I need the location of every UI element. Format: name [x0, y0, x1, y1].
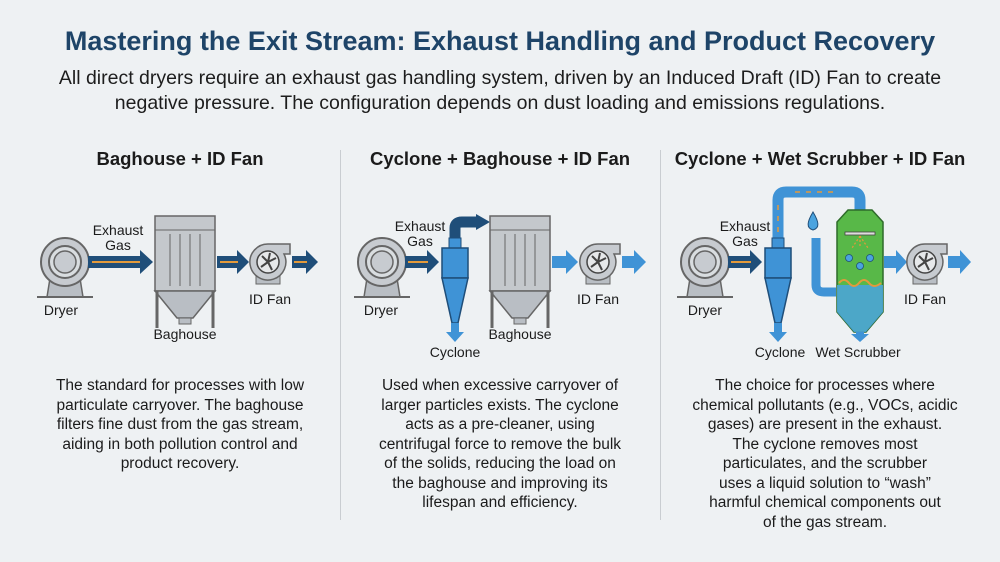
description-line: filters fine dust from the gas stream,	[56, 416, 304, 433]
description-line: centrifugal force to remove the bulk	[378, 435, 622, 453]
column-heading-cyclone-scrubber: Cyclone + Wet Scrubber + ID Fan	[674, 148, 966, 169]
description-line: particulate carryover. The baghouse	[56, 396, 304, 414]
description-line: of the solids, reducing the load on	[384, 455, 616, 472]
cyclone-label: Cyclone	[430, 344, 481, 360]
column-divider	[660, 150, 661, 520]
fan-label: ID Fan	[249, 291, 291, 307]
diagram-cyclone-baghouse: Exhaust Gas Dryer Cyclone Baghouse ID Fa…	[353, 214, 646, 360]
duct-arrow	[948, 250, 971, 274]
description-line: The choice for processes where	[715, 377, 935, 394]
exhaust-gas-label: Exhaust	[395, 218, 446, 234]
fan-icon	[905, 242, 948, 285]
fan-icon	[578, 242, 621, 285]
duct-arrow	[884, 250, 907, 274]
dryer-label: Dryer	[44, 302, 79, 318]
description-baghouse: The standard for processes with low part…	[25, 376, 335, 474]
column-divider	[340, 150, 341, 520]
description-line: gases) are present in the exhaust.	[707, 416, 943, 433]
duct-arrow	[405, 250, 439, 274]
description-line: harmful chemical components out	[709, 494, 941, 511]
description-cyclone-scrubber: The choice for processes where chemical …	[670, 376, 980, 532]
discharge-arrow	[446, 323, 464, 342]
description-line: uses a liquid solution to “wash”	[719, 474, 931, 492]
baghouse-icon	[153, 214, 217, 330]
column-heading-cyclone-baghouse: Cyclone + Baghouse + ID Fan	[369, 148, 631, 169]
fan-label: ID Fan	[904, 291, 946, 307]
cyclone-icon	[441, 237, 469, 324]
exhaust-gas-label: Exhaust	[93, 222, 144, 238]
wet-scrubber-icon	[836, 209, 884, 333]
description-line: of the gas stream.	[762, 513, 888, 531]
water-drop-icon	[807, 211, 819, 231]
description-line: Used when excessive carryover of	[381, 377, 619, 394]
wet-scrubber-label: Wet Scrubber	[815, 344, 901, 360]
dryer-icon	[676, 237, 734, 298]
description-line: chemical pollutants (e.g., VOCs, acidic	[692, 396, 958, 414]
dryer-icon	[36, 237, 94, 298]
description-line: The standard for processes with low	[55, 377, 305, 394]
duct-arrow	[217, 250, 249, 274]
page-subtitle: All direct dryers require an exhaust gas…	[0, 66, 1000, 116]
description-cyclone-baghouse: Used when excessive carryover of larger …	[345, 376, 655, 513]
description-line: larger particles exists. The cyclone	[381, 396, 619, 414]
exhaust-gas-label: Gas	[732, 233, 758, 249]
description-line: aiding in both pollution control and	[62, 435, 298, 453]
discharge-arrow	[769, 323, 787, 342]
diagram-baghouse: Exhaust Gas Dryer Baghouse ID Fan	[36, 214, 318, 342]
description-line: acts as a pre-cleaner, using	[405, 416, 595, 433]
duct-arrow	[728, 250, 762, 274]
baghouse-label: Baghouse	[153, 326, 216, 342]
fan-label: ID Fan	[577, 291, 619, 307]
duct-arrow	[552, 250, 578, 274]
dryer-label: Dryer	[688, 302, 723, 318]
duct-arrow	[622, 250, 646, 274]
cyclone-label: Cyclone	[755, 344, 806, 360]
dryer-label: Dryer	[364, 302, 399, 318]
description-line: the baghouse and improving its	[392, 474, 608, 492]
diagram-cyclone-scrubber: Exhaust Gas Dryer Cyclone Wet Scrubber I…	[676, 186, 971, 360]
description-line: lifespan and efficiency.	[422, 494, 578, 511]
duct-arrow	[88, 250, 153, 274]
exhaust-gas-label: Exhaust	[720, 218, 771, 234]
exhaust-gas-label: Gas	[105, 237, 131, 253]
discharge-arrow	[851, 332, 869, 342]
baghouse-label: Baghouse	[488, 326, 551, 342]
exhaust-gas-label: Gas	[407, 233, 433, 249]
fan-icon	[248, 242, 291, 285]
page-title: Mastering the Exit Stream: Exhaust Handl…	[64, 26, 936, 56]
duct-arrow	[292, 250, 318, 274]
dryer-icon	[353, 237, 411, 298]
cyclone-icon	[764, 237, 792, 324]
subtitle-line: negative pressure. The configuration dep…	[114, 92, 886, 114]
column-heading-baghouse: Baghouse + ID Fan	[96, 148, 264, 169]
subtitle-line: All direct dryers require an exhaust gas…	[58, 67, 942, 89]
description-line: The cyclone removes most	[732, 435, 918, 453]
baghouse-icon	[488, 214, 552, 330]
description-line: product recovery.	[120, 455, 240, 472]
description-line: particulates, and the scrubber	[722, 455, 928, 472]
